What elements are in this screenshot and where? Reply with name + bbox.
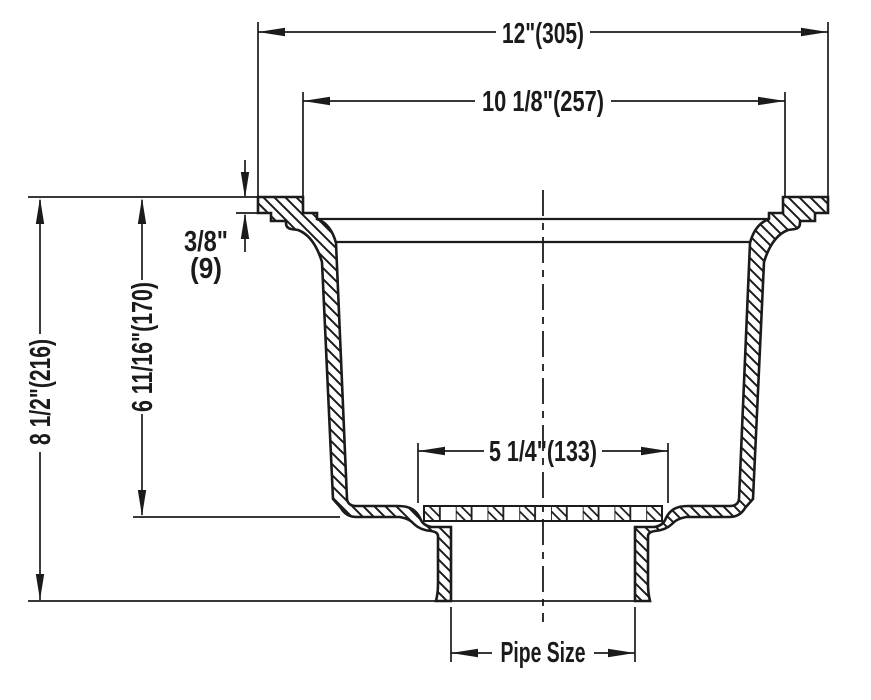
dimension-pipe-size: Pipe Size [450,607,636,669]
bottom-width-label: 5 1/4"(133) [489,436,597,468]
arrow-left-icon [451,648,478,658]
dimension-overall-height: 8 1/2"(216) [25,196,650,602]
arrow-left-icon [303,96,330,106]
arrow-right-icon [608,648,635,658]
overall-height-label: 8 1/2"(216) [25,339,57,445]
overall-width-label: 12"(305) [502,18,584,50]
dimension-flange-thickness: 3/8" (9) [184,160,258,285]
arrow-right-icon [641,446,668,456]
dimension-interior-depth: 6 11/16"(170) [127,198,340,518]
arrow-down-icon [137,490,147,516]
interior-depth-label: 6 11/16"(170) [127,282,159,412]
dimension-rim-width: 10 1/8"(257) [302,86,786,196]
sink-body [256,195,830,603]
dimension-bottom-width: 5 1/4"(133) [417,436,669,503]
rim-width-label: 10 1/8"(257) [482,86,604,118]
arrow-left-icon [258,27,285,37]
flange-thickness-in-label: 3/8" [184,226,228,258]
right-wall-section [633,195,830,603]
arrow-down-icon [240,172,250,198]
arrow-down-icon [35,574,45,600]
arrow-up-icon [240,213,250,239]
arrow-left-icon [418,446,445,456]
pipe-size-label: Pipe Size [501,637,586,669]
dimension-overall-width: 12"(305) [257,18,829,196]
arrow-up-icon [35,198,45,224]
left-wall-section [256,195,453,603]
arrow-right-icon [801,27,828,37]
arrow-up-icon [137,198,147,224]
arrow-right-icon [758,96,785,106]
flange-thickness-mm-label: (9) [190,253,222,285]
